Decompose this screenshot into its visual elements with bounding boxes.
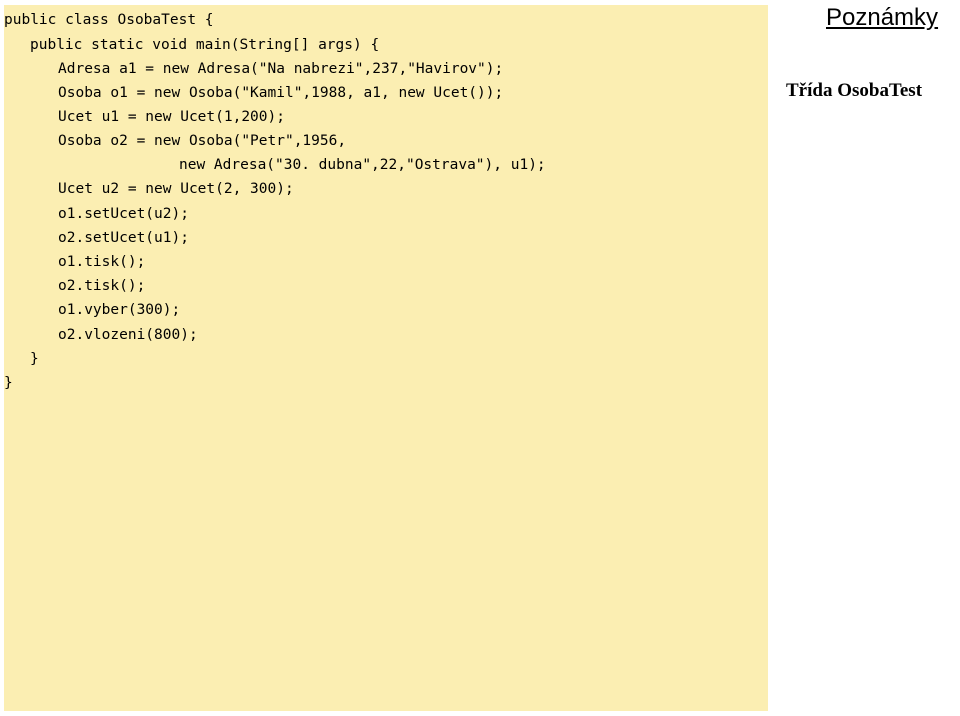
code-line: Ucet u2 = new Ucet(2, 300); bbox=[58, 181, 294, 197]
code-line: Adresa a1 = new Adresa("Na nabrezi",237,… bbox=[58, 61, 504, 77]
code-line: o1.tisk(); bbox=[58, 254, 146, 270]
code-line: } bbox=[4, 375, 13, 391]
code-line: new Adresa("30. dubna",22,"Ostrava"), u1… bbox=[179, 157, 546, 173]
notes-title: Poznámky bbox=[826, 4, 939, 31]
notes-heading: Třída OsobaTest bbox=[786, 80, 923, 101]
code-line: Osoba o1 = new Osoba("Kamil",1988, a1, n… bbox=[58, 85, 504, 101]
code-line: public static void main(String[] args) { bbox=[30, 37, 380, 53]
code-line: o2.vlozeni(800); bbox=[58, 327, 198, 343]
code-line: o1.vyber(300); bbox=[58, 302, 181, 318]
code-line: } bbox=[30, 351, 39, 367]
code-line: o1.setUcet(u2); bbox=[58, 206, 189, 222]
code-panel: public class OsobaTest { public static v… bbox=[4, 5, 768, 711]
code-line: o2.setUcet(u1); bbox=[58, 230, 189, 246]
code-line: public class OsobaTest { bbox=[4, 12, 214, 28]
code-line: Ucet u1 = new Ucet(1,200); bbox=[58, 109, 285, 125]
code-line: Osoba o2 = new Osoba("Petr",1956, bbox=[58, 133, 347, 149]
code-line: o2.tisk(); bbox=[58, 278, 146, 294]
